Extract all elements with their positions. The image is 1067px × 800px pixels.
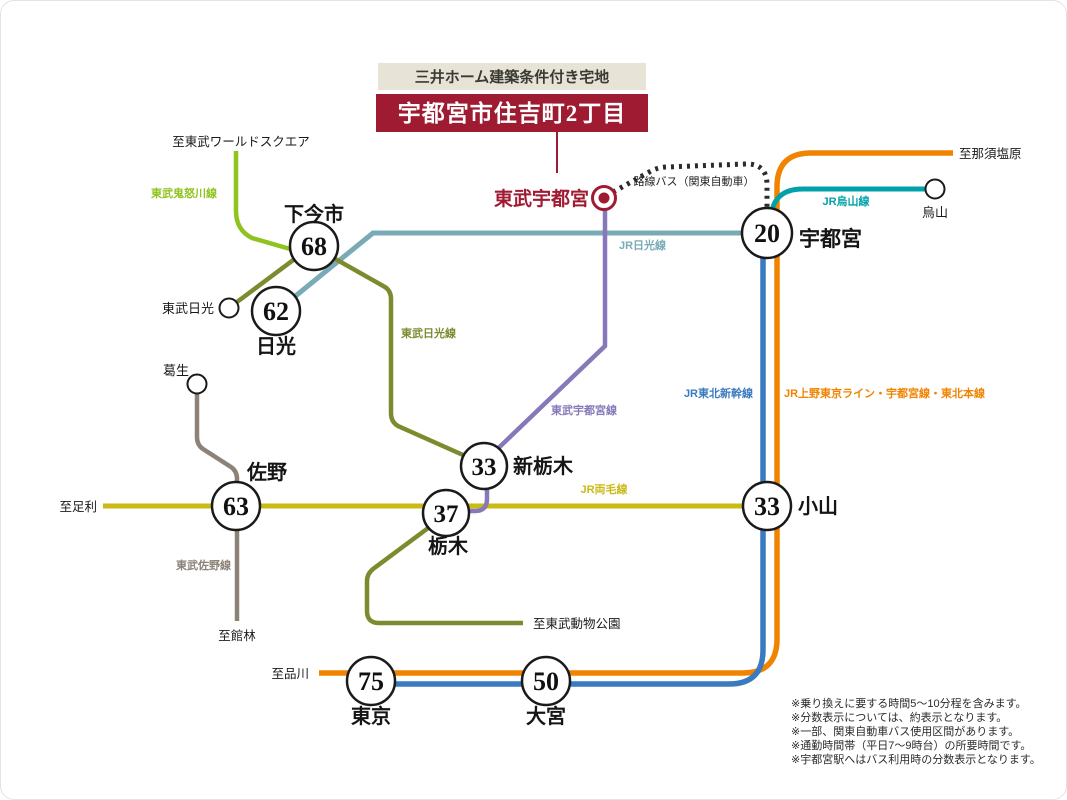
- minutes-sano: 63: [223, 492, 249, 521]
- minutes-oyama: 33: [754, 492, 780, 521]
- minutes-nikko: 62: [263, 297, 289, 326]
- line-tobu-sano: [194, 385, 240, 621]
- line-label-tobu-kinugawa: 東武鬼怒川線: [151, 186, 217, 200]
- footnote-2: ※分数表示については、約表示となります。: [791, 710, 1007, 724]
- line-label-tobu-sano: 東武佐野線: [176, 558, 231, 572]
- terminal-tatebayashi: 至館林: [218, 628, 256, 643]
- line-label-jr-ueno-tokyo: JR上野東京ライン・宇都宮線・東北本線: [784, 386, 985, 400]
- station-dot-tobu-nikko: [218, 297, 240, 319]
- line-label-tobu-utsunomiya: 東武宇都宮線: [551, 403, 617, 417]
- station-label-utsunomiya: 宇都宮: [799, 227, 862, 251]
- terminal-ashikaga: 至足利: [59, 500, 97, 514]
- station-label-shin-tochigi: 新栃木: [513, 454, 574, 478]
- station-label-tochigi: 栃木: [428, 534, 469, 558]
- station-circle-shin-tochigi: [459, 441, 509, 491]
- station-label-kuzuu: 葛生: [163, 363, 189, 378]
- header-tagline: 三井ホーム建築条件付き宅地: [415, 68, 610, 86]
- header-title-box: [376, 94, 648, 132]
- station-label-sano: 佐野: [246, 460, 287, 484]
- property-station-label: 東武宇都宮: [494, 187, 589, 210]
- minutes-omiya: 50: [533, 667, 559, 696]
- footnote-5: ※宇都宮駅へはバス利用時の分数表示となります。: [791, 752, 1041, 766]
- station-label-omiya: 大宮: [526, 704, 566, 728]
- station-dot-karasuyama: [924, 178, 946, 200]
- header-tagline-box: [378, 63, 646, 90]
- station-circle-oyama: [741, 480, 793, 532]
- line-tobu-kinugawa: [233, 151, 298, 254]
- terminal-tobu-dobutsu-koen: 至東武動物公園: [533, 617, 621, 631]
- minutes-shin-tochigi: 33: [472, 454, 497, 481]
- property-station-marker-inner: [598, 192, 610, 204]
- line-jr-karasuyama: [768, 186, 935, 229]
- station-circle-shimo-imaichi: [288, 220, 340, 272]
- terminal-tobu-world-square: 至東武ワールドスクエア: [172, 135, 310, 149]
- footnote-3: ※一部、関東自動車バス使用区間があります。: [791, 724, 1019, 738]
- line-jr-nikko: [280, 230, 765, 309]
- station-circle-tochigi: [421, 488, 471, 538]
- station-label-nikko: 日光: [256, 335, 296, 358]
- station-label-shimo-imaichi: 下今市: [284, 202, 344, 226]
- station-dot-kuzuu: [186, 373, 208, 395]
- station-circle-tokyo: [345, 655, 397, 707]
- station-circle-nikko: [250, 285, 302, 337]
- minutes-utsunomiya: 20: [754, 219, 780, 248]
- station-label-tobu-nikko: 東武日光: [162, 301, 214, 316]
- line-label-jr-ryomo: JR両毛線: [580, 482, 627, 496]
- terminal-nasushiobara: 至那須塩原: [959, 146, 1022, 161]
- minutes-tochigi: 37: [434, 501, 459, 528]
- station-label-karasuyama: 烏山: [922, 205, 948, 220]
- station-circle-utsunomiya: [740, 206, 794, 260]
- station-label-oyama: 小山: [798, 495, 838, 518]
- line-label-tobu-nikko: 東武日光線: [401, 326, 456, 340]
- line-label-jr-tohoku-shinkansen: JR東北新幹線: [684, 386, 753, 400]
- station-label-tokyo: 東京: [351, 704, 391, 728]
- line-jr-tohoku-shinkansen: [373, 231, 766, 687]
- bus-line-label: 路線バス（関東自動車）: [634, 174, 755, 188]
- footnote-4: ※通勤時間帯（平日7～9時台）の所要時間です。: [791, 738, 1031, 752]
- minutes-tokyo: 75: [358, 667, 384, 696]
- terminal-shinagawa: 至品川: [271, 667, 309, 681]
- footnote-1: ※乗り換えに要する時間5～10分程を含みます。: [791, 696, 1026, 710]
- line-label-jr-nikko: JR日光線: [619, 238, 666, 252]
- header-title: 宇都宮市住吉町2丁目: [398, 100, 627, 126]
- line-label-jr-karasuyama: JR烏山線: [822, 194, 869, 208]
- line-tobu-nikko-lower: [364, 512, 523, 626]
- station-circle-omiya: [520, 655, 572, 707]
- minutes-shimo-imaichi: 68: [301, 232, 327, 261]
- station-circle-sano: [210, 480, 262, 532]
